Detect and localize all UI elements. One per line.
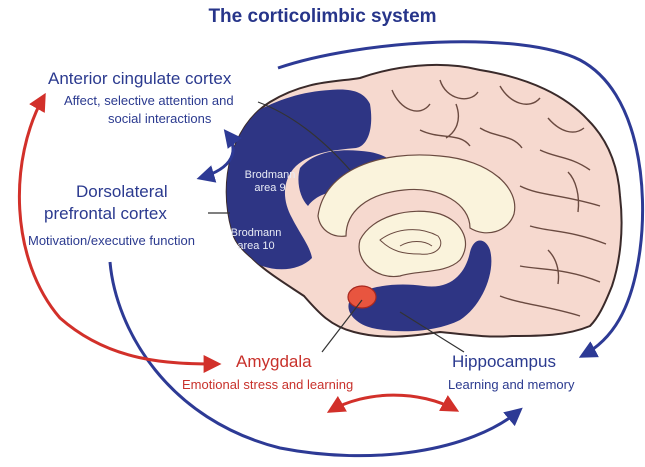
hippocampus-title: Hippocampus: [452, 352, 556, 372]
brodmann-area-10-line2: area 10: [226, 240, 286, 253]
brodmann-area-9-line1: Brodmann: [240, 169, 300, 182]
amygdala-subtitle: Emotional stress and learning: [182, 377, 353, 392]
dlpfc-title-line2: prefrontal cortex: [44, 204, 167, 224]
hippocampus-subtitle: Learning and memory: [448, 377, 574, 392]
brodmann-area-10-label: Brodmann area 10: [226, 227, 286, 253]
brodmann-area-9-label: Brodmann area 9: [240, 169, 300, 195]
amygdala-title: Amygdala: [236, 352, 312, 372]
diagram-title: The corticolimbic system: [0, 6, 645, 28]
dlpfc-title-line1: Dorsolateral: [76, 182, 168, 202]
amygdala-shape: [348, 286, 376, 308]
acc-subtitle-line2: social interactions: [108, 111, 211, 126]
dlpfc-subtitle: Motivation/executive function: [28, 233, 195, 248]
brodmann-area-9-line2: area 9: [240, 182, 300, 195]
acc-title: Anterior cingulate cortex: [48, 69, 231, 89]
acc-subtitle-line1: Affect, selective attention and: [64, 93, 234, 108]
brodmann-area-10-line1: Brodmann: [226, 227, 286, 240]
